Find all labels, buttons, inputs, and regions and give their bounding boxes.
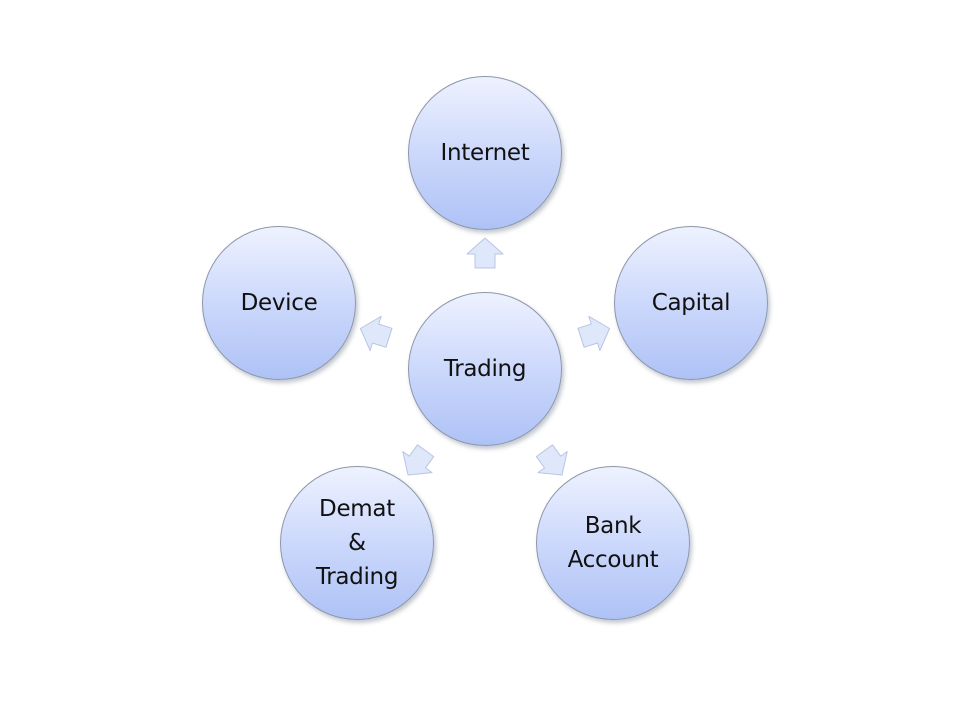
arrow-to-internet	[466, 237, 504, 269]
arrow-layer	[359, 237, 611, 476]
node-internet: Internet	[408, 76, 562, 230]
node-demat-trading-label-line-2: &	[348, 530, 366, 556]
node-capital: Capital	[614, 226, 768, 380]
node-bank-account-label-line-1: Bank	[584, 513, 642, 539]
node-center-trading: Trading	[408, 292, 562, 446]
node-demat-trading: Demat & Trading	[280, 466, 434, 620]
node-internet-label: Internet	[440, 140, 530, 166]
node-capital-label: Capital	[651, 290, 731, 316]
arrow-to-device	[359, 315, 393, 352]
node-bank-account-label-line-2: Account	[567, 547, 659, 573]
node-device-label: Device	[240, 290, 318, 316]
node-demat-trading-label-line-3: Trading	[315, 564, 399, 590]
node-bank-account: Bank Account	[536, 466, 690, 620]
arrow-to-bank-account	[535, 444, 568, 476]
node-device: Device	[202, 226, 356, 380]
node-center-trading-label: Trading	[443, 356, 527, 382]
arrow-to-demat-trading	[402, 444, 435, 476]
node-demat-trading-label-line-1: Demat	[319, 496, 395, 522]
arrow-to-capital	[577, 315, 611, 352]
